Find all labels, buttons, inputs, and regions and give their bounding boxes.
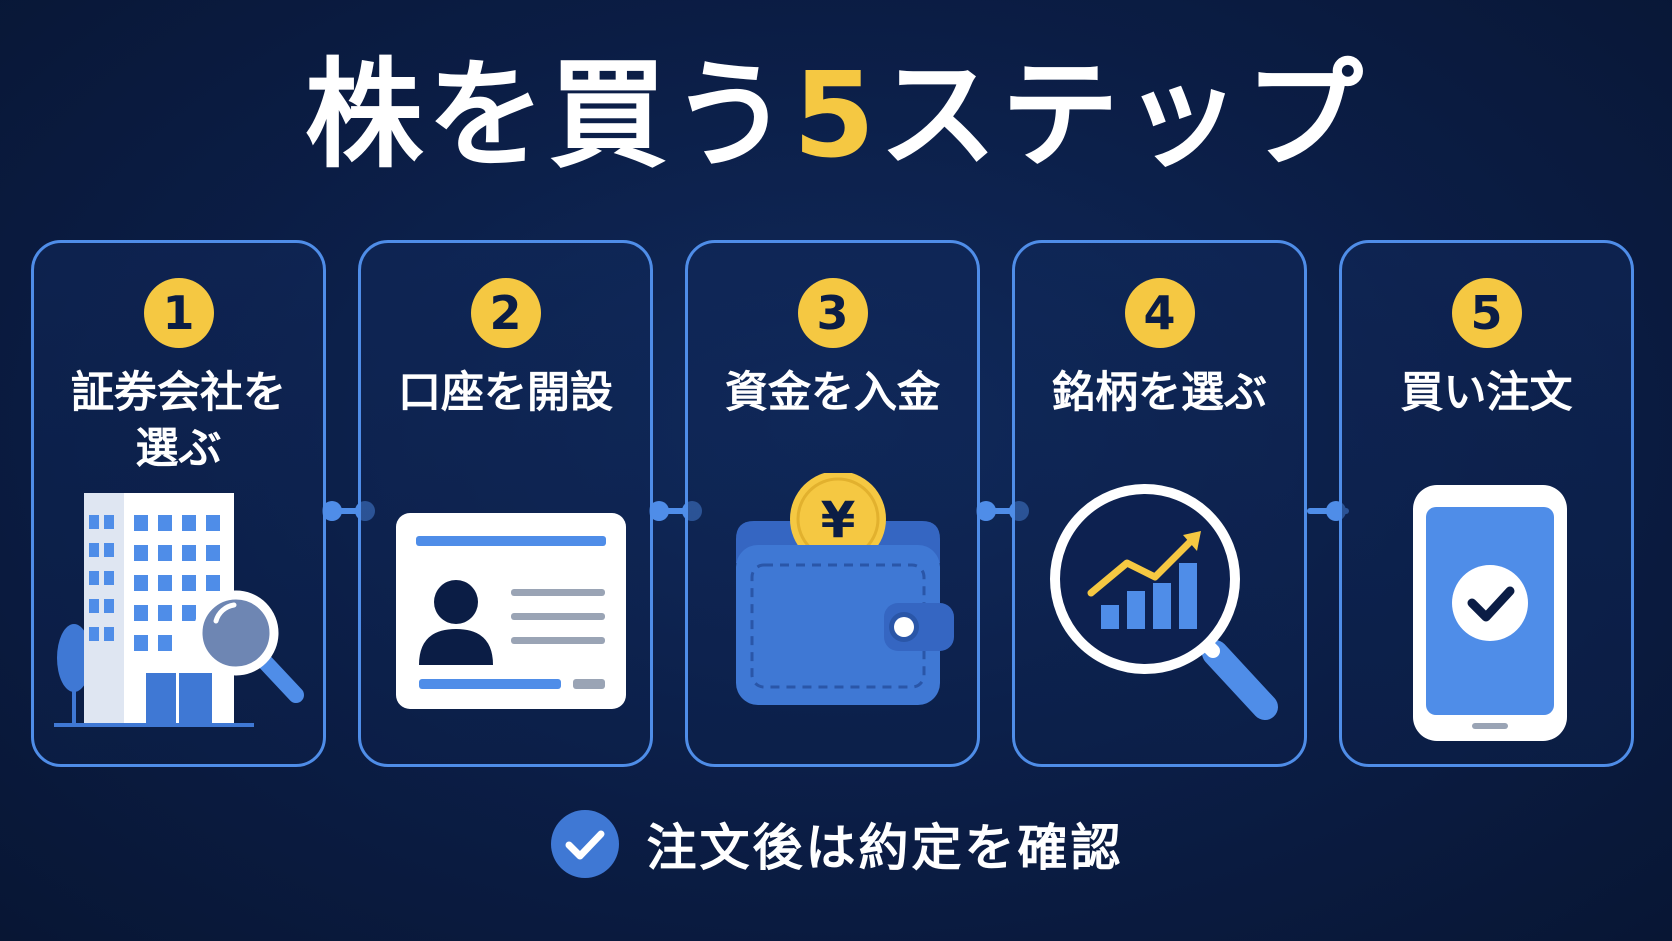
connector-dot [976, 501, 996, 521]
yen-coin-symbol: ¥ [821, 491, 856, 549]
title-number: 5 [792, 46, 880, 184]
wallet-yen-coin-icon: ¥ [736, 473, 954, 705]
page-title: 株を買う5ステップ [0, 40, 1672, 190]
step-number-badge: 3 [797, 278, 868, 348]
step-number-badge: 2 [470, 278, 541, 348]
connector-dot [649, 501, 669, 521]
step-card-3: 3 資金を入金 ¥ [685, 240, 980, 767]
step-card-1: 1 証券会社を 選ぶ [31, 240, 326, 767]
step-label: 口座を開設 [398, 368, 613, 418]
footer-note: 注文後は約定を確認 [0, 808, 1672, 880]
step-card-2: 2 口座を開設 [358, 240, 653, 767]
step-card-4: 4 銘柄を選ぶ [1012, 240, 1307, 767]
connector-2-3 [653, 508, 695, 514]
title-prefix: 株を買う [304, 46, 793, 184]
step-label: 銘柄を選ぶ [1052, 368, 1267, 418]
footer-text: 注文後は約定を確認 [646, 819, 1124, 877]
step-label: 証券会社を 選ぶ [71, 368, 286, 474]
connector-dot [322, 501, 342, 521]
connector-1-2 [326, 508, 368, 514]
magnifier-chart-icon [1050, 484, 1278, 720]
step-number-badge: 5 [1451, 278, 1522, 348]
office-building-magnifier-icon [54, 493, 304, 727]
step-label: 買い注文 [1400, 368, 1573, 418]
smartphone-check-icon [1413, 485, 1567, 741]
id-card-icon [396, 513, 626, 709]
connector-3-4 [980, 508, 1022, 514]
step-number-badge: 4 [1124, 278, 1195, 348]
step-number-badge: 1 [143, 278, 214, 348]
title-suffix: ステップ [879, 46, 1368, 184]
step-label: 資金を入金 [725, 368, 940, 418]
step-card-5: 5 買い注文 [1339, 240, 1634, 767]
check-circle-icon [550, 810, 619, 878]
